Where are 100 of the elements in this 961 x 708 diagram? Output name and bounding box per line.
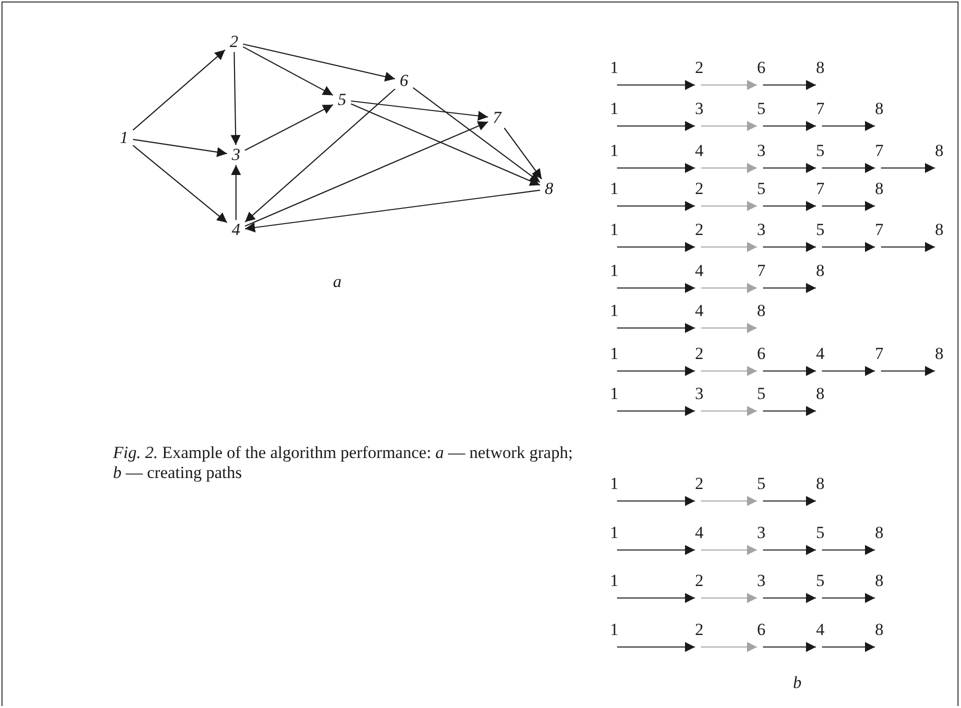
- vertex-number: 6: [395, 71, 413, 91]
- path-step-number: 1: [610, 344, 622, 364]
- path-step-number: 7: [757, 261, 769, 281]
- path-step-number: 2: [695, 571, 707, 591]
- path-step-number: 7: [875, 220, 887, 240]
- arrow: [881, 163, 935, 173]
- arrow: [881, 242, 935, 252]
- path-step-number: 4: [816, 344, 828, 364]
- figure-caption: Fig. 2. Example of the algorithm performance: a — network graph; b — creating paths: [113, 443, 574, 483]
- path-step-number: 5: [816, 141, 828, 161]
- arrow: [617, 163, 695, 173]
- path-step-number: 8: [935, 141, 947, 161]
- path-step-number: 8: [875, 571, 887, 591]
- arrow: [617, 323, 695, 333]
- path-step-number: 1: [610, 384, 622, 404]
- path-step-number: 1: [610, 261, 622, 281]
- path-step-number: 8: [875, 523, 887, 543]
- arrow: [701, 366, 757, 376]
- arrow: [617, 406, 695, 416]
- path-step-number: 8: [875, 179, 887, 199]
- path-step-number: 2: [695, 179, 707, 199]
- arrow: [231, 165, 241, 220]
- path-step-number: 7: [816, 179, 828, 199]
- arrow: [617, 593, 695, 603]
- arrow: [822, 121, 875, 131]
- arrow: [701, 323, 757, 333]
- arrow: [822, 593, 875, 603]
- arrow: [763, 406, 816, 416]
- path-step-number: 5: [816, 523, 828, 543]
- arrow: [822, 242, 875, 252]
- arrow: [617, 201, 695, 211]
- vertex-number: 4: [227, 220, 245, 240]
- arrow: [763, 80, 816, 90]
- path-step-number: 1: [610, 523, 622, 543]
- arrow: [701, 242, 757, 252]
- vertex-number: 1: [115, 128, 133, 148]
- arrow: [504, 128, 542, 180]
- path-step-number: 3: [757, 220, 769, 240]
- vertex-number: 7: [488, 108, 506, 128]
- arrow: [822, 545, 875, 555]
- path-step-number: 7: [875, 344, 887, 364]
- path-step-number: 1: [610, 474, 622, 494]
- path-step-number: 4: [695, 301, 707, 321]
- path-step-number: 8: [757, 301, 769, 321]
- path-step-number: 5: [816, 220, 828, 240]
- arrow: [701, 283, 757, 293]
- arrow: [617, 80, 695, 90]
- path-step-number: 7: [875, 141, 887, 161]
- arrow: [617, 121, 695, 131]
- arrow: [822, 201, 875, 211]
- path-step-number: 3: [757, 523, 769, 543]
- arrow: [701, 80, 757, 90]
- path-step-number: 1: [610, 99, 622, 119]
- path-step-number: 1: [610, 301, 622, 321]
- path-step-number: 1: [610, 220, 622, 240]
- vertex-number: 8: [540, 179, 558, 199]
- arrow: [763, 642, 816, 652]
- path-step-number: 5: [757, 474, 769, 494]
- arrow: [132, 49, 226, 131]
- arrow: [350, 103, 540, 186]
- path-step-number: 3: [757, 141, 769, 161]
- path-step-number: 3: [757, 571, 769, 591]
- panel-label: a: [333, 273, 342, 291]
- path-step-number: 5: [757, 384, 769, 404]
- arrow: [617, 242, 695, 252]
- path-step-number: 1: [610, 141, 622, 161]
- path-step-number: 8: [816, 58, 828, 78]
- path-step-number: 8: [875, 620, 887, 640]
- arrow: [617, 366, 695, 376]
- arrow: [617, 283, 695, 293]
- arrow: [701, 406, 757, 416]
- panel-label: b: [793, 674, 802, 692]
- path-step-number: 1: [610, 58, 622, 78]
- path-step-number: 2: [695, 474, 707, 494]
- arrow: [701, 642, 757, 652]
- arrow: [822, 366, 875, 376]
- arrow: [350, 100, 488, 121]
- arrow: [822, 163, 875, 173]
- arrow: [701, 121, 757, 131]
- arrow: [701, 163, 757, 173]
- path-step-number: 5: [816, 571, 828, 591]
- arrow: [701, 496, 757, 506]
- arrow: [132, 144, 228, 224]
- path-step-number: 4: [816, 620, 828, 640]
- arrow: [242, 44, 396, 82]
- arrow: [132, 138, 228, 158]
- path-step-number: 1: [610, 179, 622, 199]
- arrow: [230, 52, 241, 145]
- path-step-number: 2: [695, 220, 707, 240]
- path-step-number: 4: [695, 261, 707, 281]
- path-step-number: 4: [695, 523, 707, 543]
- path-step-number: 3: [695, 99, 707, 119]
- arrow: [244, 121, 488, 227]
- path-step-number: 8: [816, 474, 828, 494]
- path-step-number: 4: [695, 141, 707, 161]
- arrow: [617, 496, 695, 506]
- arrow: [617, 545, 695, 555]
- arrow: [881, 366, 935, 376]
- path-step-number: 6: [757, 620, 769, 640]
- arrow: [242, 46, 334, 96]
